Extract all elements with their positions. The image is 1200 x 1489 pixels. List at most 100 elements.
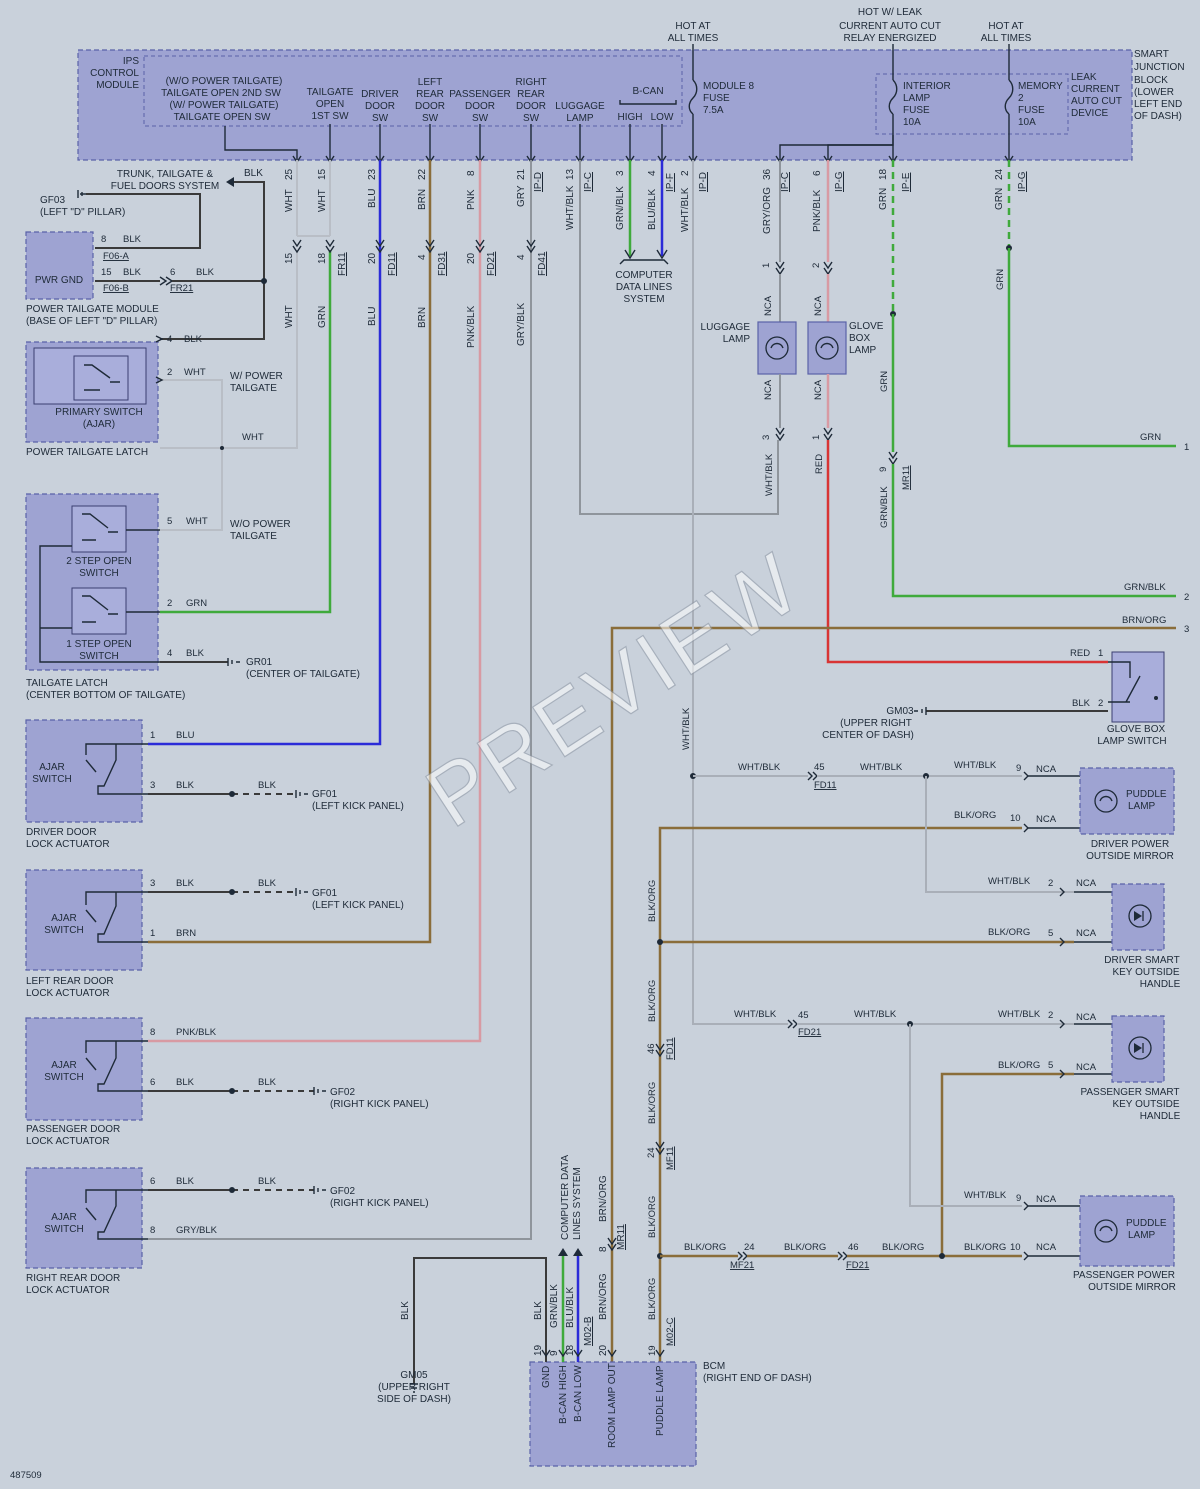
driver-key-led-icon	[1128, 904, 1152, 928]
svg-text:GRY: GRY	[516, 185, 527, 207]
svg-text:GRN/BLK: GRN/BLK	[549, 1284, 560, 1328]
svg-text:TAILGATE: TAILGATE	[307, 87, 354, 98]
sjb-internal-labels: (W/O POWER TAILGATE) TAILGATE OPEN 2ND S…	[161, 76, 674, 124]
bcm-label: BCM (RIGHT END OF DASH)	[703, 1361, 812, 1384]
memory2-fuse: MEMORY 2 FUSE 10A	[1004, 79, 1063, 128]
grn-blk-vert-label: GRN/BLK	[879, 486, 890, 528]
svg-text:BLK: BLK	[258, 1176, 277, 1187]
svg-text:2: 2	[167, 367, 172, 378]
svg-text:B-CAN HIGH: B-CAN HIGH	[558, 1365, 569, 1424]
right-rear-door-lock-actuator	[25, 1167, 143, 1269]
driver-puddle-lamp-icon: PUDDLE LAMP	[1094, 789, 1167, 813]
wire-red	[826, 440, 1108, 664]
svg-text:COMPUTER: COMPUTER	[615, 270, 672, 281]
svg-text:PUDDLE: PUDDLE	[1126, 789, 1167, 800]
wire-grn-blk-ext	[891, 464, 1176, 598]
svg-text:IP-E: IP-E	[901, 172, 912, 192]
power-tailgate-module	[25, 231, 94, 300]
svg-text:AJAR: AJAR	[51, 1060, 77, 1071]
passenger-mirror-label: PASSENGER POWER OUTSIDE MIRROR	[1073, 1270, 1176, 1293]
left-rear-door-lock-actuator	[25, 869, 143, 971]
svg-text:SWITCH: SWITCH	[32, 774, 71, 785]
svg-text:BRN: BRN	[176, 928, 196, 939]
svg-text:HOT W/ LEAK: HOT W/ LEAK	[858, 7, 923, 18]
svg-text:WHT: WHT	[184, 367, 206, 378]
svg-text:INTERIOR: INTERIOR	[903, 81, 951, 92]
svg-text:LAMP SWITCH: LAMP SWITCH	[1097, 736, 1166, 747]
svg-text:PASSENGER SMART: PASSENGER SMART	[1080, 1087, 1179, 1098]
svg-text:20: 20	[367, 252, 378, 264]
sjb-pin-labels: 25 WHT 15 WHT 23 BLU 22 BRN 8 PNK 21 GRY…	[284, 168, 1028, 234]
step2-switch-icon	[82, 513, 118, 541]
svg-text:PRIMARY SWITCH: PRIMARY SWITCH	[55, 407, 142, 418]
svg-text:DOOR: DOOR	[465, 101, 495, 112]
svg-text:TAILGATE LATCH: TAILGATE LATCH	[26, 678, 108, 689]
wire-brn-org	[610, 626, 1176, 1362]
svg-text:TAILGATE: TAILGATE	[230, 531, 277, 542]
driver-key-label: DRIVER SMART KEY OUTSIDE HANDLE	[1104, 955, 1180, 990]
svg-text:AJAR: AJAR	[51, 1212, 77, 1223]
svg-text:FUSE: FUSE	[1018, 105, 1045, 116]
svg-text:PNK/BLK: PNK/BLK	[812, 189, 823, 232]
cdl-label: COMPUTER DATA LINES SYSTEM	[615, 259, 673, 305]
svg-text:BLK: BLK	[258, 780, 277, 791]
svg-text:1: 1	[1098, 648, 1103, 659]
svg-text:24: 24	[646, 1147, 657, 1158]
svg-text:BLK: BLK	[176, 780, 195, 791]
svg-text:BLK/ORG: BLK/ORG	[998, 1060, 1040, 1071]
gr01-ground: GR01 (CENTER OF TAILGATE)	[246, 657, 360, 680]
svg-text:ALL TIMES: ALL TIMES	[981, 33, 1032, 44]
svg-text:BLK/ORG: BLK/ORG	[647, 1082, 658, 1124]
driver-door-lock-actuator	[25, 719, 143, 823]
svg-text:BLK: BLK	[1072, 698, 1091, 709]
passenger-door-lock-actuator	[25, 1017, 143, 1121]
svg-text:COMPUTER DATA: COMPUTER DATA	[560, 1154, 571, 1240]
svg-text:BLU: BLU	[367, 189, 378, 208]
svg-text:19: 19	[647, 1345, 658, 1356]
svg-text:GF03: GF03	[40, 195, 65, 206]
svg-text:(RIGHT KICK PANEL): (RIGHT KICK PANEL)	[330, 1099, 429, 1110]
svg-text:TAILGATE OPEN 2ND SW: TAILGATE OPEN 2ND SW	[161, 88, 281, 99]
svg-text:PNK/BLK: PNK/BLK	[176, 1027, 217, 1038]
svg-text:(LEFT KICK PANEL): (LEFT KICK PANEL)	[312, 801, 404, 812]
power-tailgate-latch-label: POWER TAILGATE LATCH	[26, 447, 148, 458]
svg-text:CURRENT: CURRENT	[1071, 84, 1120, 95]
step1-switch-box	[71, 587, 127, 635]
svg-text:DATA LINES: DATA LINES	[616, 282, 673, 293]
svg-text:MODULE: MODULE	[96, 80, 139, 91]
wire-grn-ext	[1007, 248, 1176, 448]
svg-text:4: 4	[167, 648, 172, 659]
svg-text:2: 2	[1018, 93, 1024, 104]
svg-text:13: 13	[565, 168, 576, 180]
gm05-ground: GM05 (UPPER RIGHT SIDE OF DASH)	[377, 1370, 451, 1405]
svg-text:NCA: NCA	[763, 295, 774, 316]
svg-text:NCA: NCA	[813, 379, 824, 400]
driver-mirror-label: DRIVER POWER OUTSIDE MIRROR	[1086, 839, 1174, 862]
svg-text:SW: SW	[523, 113, 540, 124]
svg-text:F06-B: F06-B	[103, 283, 129, 294]
svg-text:1: 1	[1184, 442, 1189, 453]
passenger-ajar-switch: AJAR SWITCH	[44, 1040, 148, 1092]
bcm-wires	[410, 1237, 665, 1393]
svg-text:18: 18	[878, 168, 889, 180]
power-feeds	[692, 44, 1010, 160]
gf03-ground: GF03 (LEFT "D" PILLAR)	[40, 190, 201, 249]
svg-text:23: 23	[367, 168, 378, 180]
svg-text:20: 20	[466, 252, 477, 264]
svg-text:21: 21	[516, 168, 527, 180]
svg-text:LAMP: LAMP	[903, 93, 931, 104]
passenger-key-led-icon	[1128, 1036, 1152, 1060]
svg-text:GM05: GM05	[400, 1370, 428, 1381]
svg-text:4: 4	[647, 170, 658, 176]
svg-text:WHT/BLK: WHT/BLK	[734, 1009, 777, 1020]
svg-text:CONTROL: CONTROL	[90, 68, 139, 79]
svg-text:B-CAN: B-CAN	[632, 86, 663, 97]
svg-text:BLK: BLK	[258, 1077, 277, 1088]
svg-text:W/O POWER: W/O POWER	[230, 519, 291, 530]
svg-text:RELAY ENERGIZED: RELAY ENERGIZED	[844, 33, 937, 44]
svg-text:(RIGHT KICK PANEL): (RIGHT KICK PANEL)	[330, 1198, 429, 1209]
step1-switch-label: 1 STEP OPEN SWITCH	[66, 639, 131, 662]
svg-text:WHT/BLK: WHT/BLK	[565, 185, 576, 230]
svg-text:BLK: BLK	[176, 1077, 195, 1088]
svg-text:WHT/BLK: WHT/BLK	[860, 762, 903, 773]
